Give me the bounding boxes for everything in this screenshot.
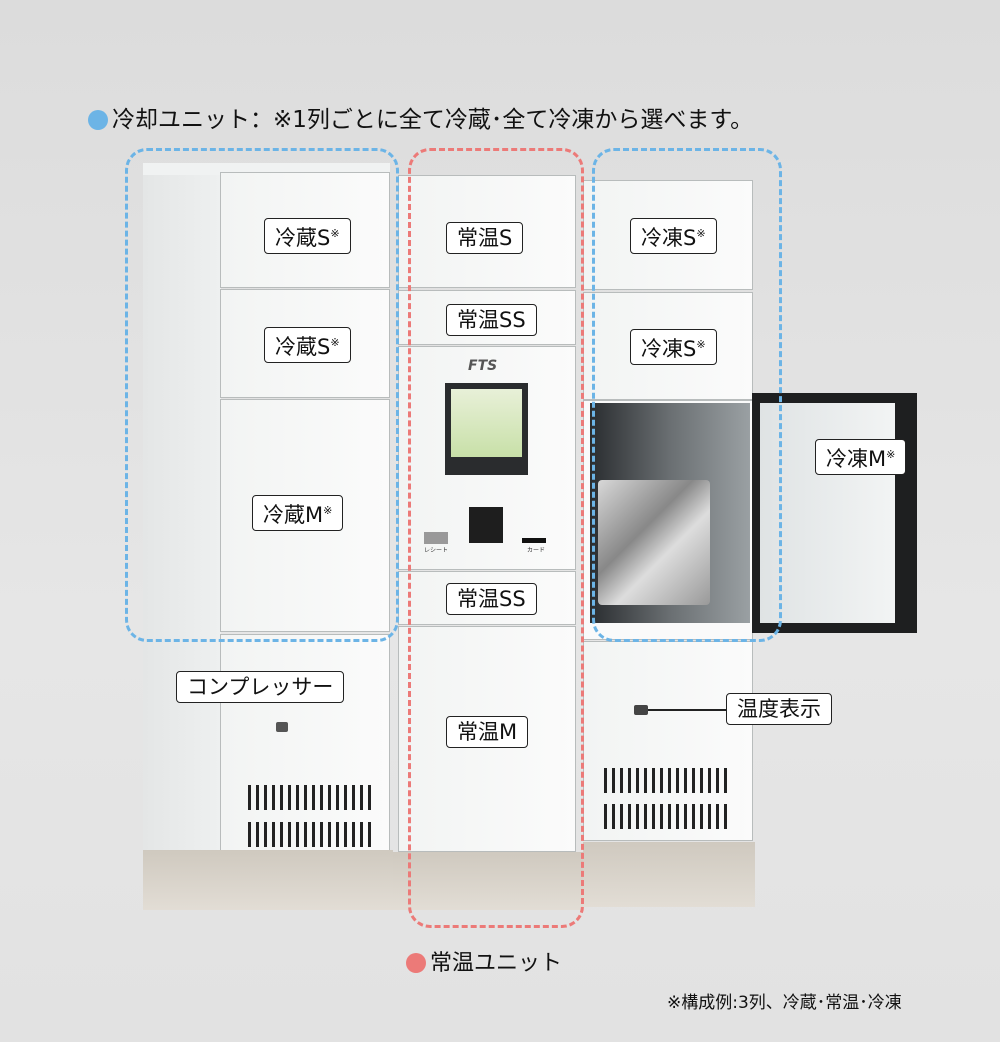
receipt-slot (424, 532, 448, 544)
lock-icon (276, 722, 288, 732)
left-cabinet-side (143, 172, 221, 862)
label-refrigerated-s: 冷蔵S※ (264, 218, 351, 254)
configuration-note: ※構成例:3列、冷蔵･常温･冷凍 (667, 993, 902, 1013)
header-caption: 冷却ユニット：※1列ごとに全て冷蔵･全て冷凍から選べます。 (88, 100, 753, 134)
card-label: カード (527, 547, 546, 554)
ambient-unit-caption: 常温ユニット (406, 945, 562, 977)
cooling-unit-outline (592, 148, 782, 642)
card-slot (522, 538, 546, 543)
plinth (143, 850, 393, 910)
label-frozen-m: 冷凍M※ (815, 439, 907, 475)
label-refrigerated-m: 冷蔵M※ (252, 495, 344, 531)
cooling-unit-outline (125, 148, 399, 642)
vent (248, 785, 373, 810)
card-reader[interactable] (469, 507, 503, 543)
label-ambient-ss: 常温SS (446, 304, 537, 336)
receipt-label: レシート (424, 547, 449, 554)
label-frozen-s: 冷凍S※ (630, 329, 717, 365)
leader-line (648, 709, 728, 711)
vent (604, 804, 729, 829)
label-ambient-s: 常温S (446, 222, 524, 254)
plinth (583, 842, 755, 907)
locker-door[interactable] (583, 292, 753, 400)
insulated-bag (598, 480, 710, 605)
touch-screen[interactable] (445, 383, 528, 475)
vent (248, 822, 373, 847)
cooling-dot-icon (88, 110, 108, 130)
ambient-unit-outline (408, 148, 584, 928)
temperature-display (634, 705, 648, 715)
label-temp-display: 温度表示 (726, 693, 832, 725)
plinth (393, 852, 583, 910)
label-compressor: コンプレッサー (176, 671, 345, 703)
ambient-dot-icon (406, 953, 426, 973)
label-ambient-m: 常温M (446, 716, 529, 748)
brand-logo: FTS (468, 358, 498, 374)
label-frozen-s: 冷凍S※ (630, 218, 717, 254)
label-refrigerated-s: 冷蔵S※ (264, 327, 351, 363)
vent (604, 768, 729, 793)
locker-door[interactable] (220, 289, 390, 398)
label-ambient-ss: 常温SS (446, 583, 537, 615)
